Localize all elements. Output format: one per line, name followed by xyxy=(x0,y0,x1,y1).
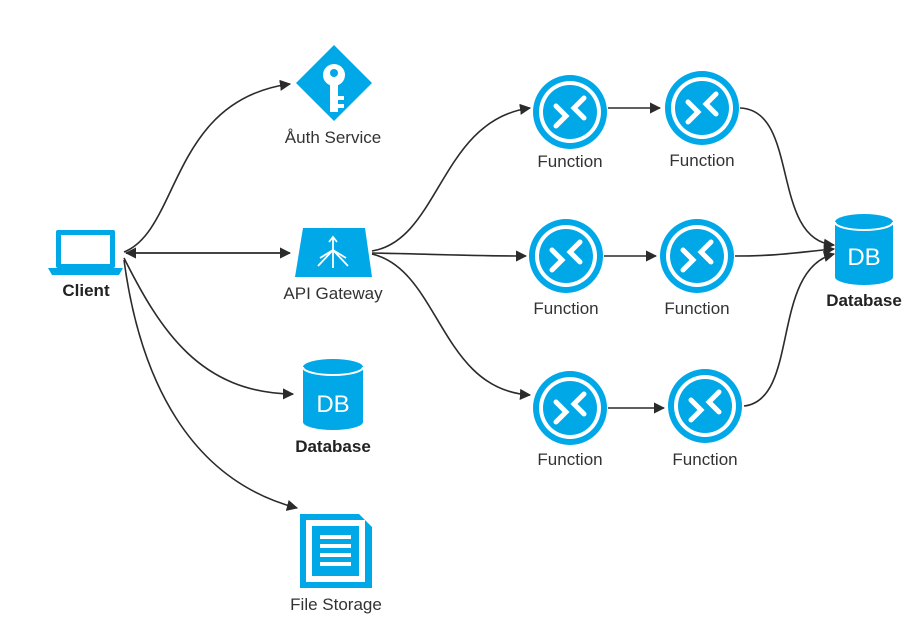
api-gateway-icon xyxy=(295,228,372,277)
function-icon xyxy=(533,75,607,149)
function-label-2b: Function xyxy=(664,299,730,318)
laptop-icon xyxy=(48,230,123,275)
database-right-label: Database xyxy=(826,291,902,310)
function-label-3b: Function xyxy=(672,450,738,469)
function-icon xyxy=(665,71,739,145)
edge-f3b-db-right xyxy=(743,251,836,407)
database-icon: DB xyxy=(302,359,364,430)
function-icon xyxy=(668,369,742,443)
api-gateway-label: API Gateway xyxy=(283,284,383,303)
database-icon: DB xyxy=(834,214,894,285)
edge-gateway-f1a xyxy=(371,103,532,252)
auth-service-label: Åuth Service xyxy=(284,128,382,147)
edges xyxy=(123,79,836,511)
document-icon xyxy=(300,514,372,588)
database-left-label: Database xyxy=(295,437,371,456)
function-label-1a: Function xyxy=(537,152,603,171)
db-right-badge: DB xyxy=(847,244,880,271)
file-storage-label: File Storage xyxy=(290,595,382,614)
function-label-3a: Function xyxy=(537,450,603,469)
edge-f1b-db-right xyxy=(739,107,836,250)
db-left-badge: DB xyxy=(316,391,349,418)
function-label-1b: Function xyxy=(669,151,735,170)
edge-client-storage xyxy=(123,259,299,511)
edge-client-auth xyxy=(123,79,292,253)
function-icon xyxy=(533,371,607,445)
edge-gateway-f3a xyxy=(371,253,532,401)
function-icon xyxy=(529,219,603,293)
function-icon xyxy=(660,219,734,293)
edge-client-db-left xyxy=(123,257,295,400)
edge-gateway-f2a xyxy=(371,250,528,262)
edge-f2b-db-right xyxy=(734,244,836,257)
client-label: Client xyxy=(62,281,110,300)
key-icon xyxy=(296,45,372,121)
function-label-2a: Function xyxy=(533,299,599,318)
